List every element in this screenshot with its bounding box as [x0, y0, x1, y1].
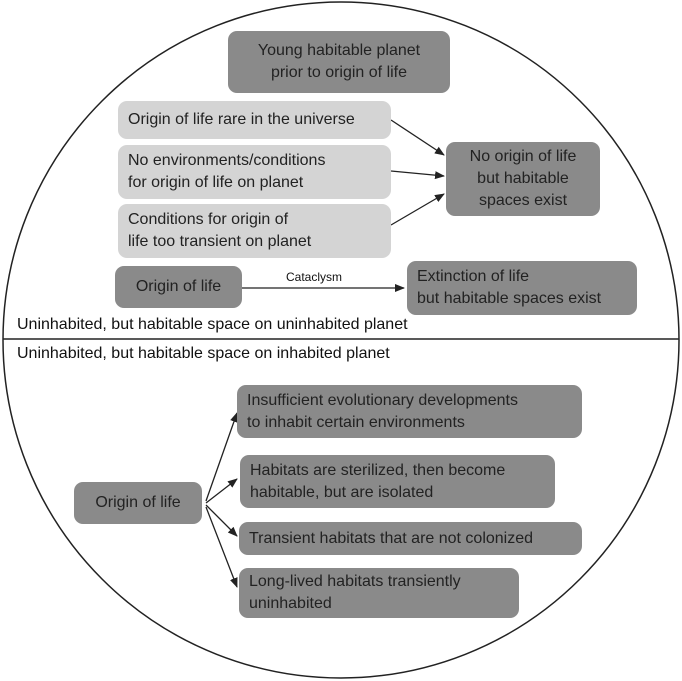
arrow-origin-to-insufficient — [205, 412, 238, 502]
transient-conditions-box: Conditions for origin of life too transi… — [118, 204, 391, 258]
no-environments-box: No environments/conditions for origin of… — [118, 145, 391, 199]
young-planet-box: Young habitable planet prior to origin o… — [228, 31, 450, 93]
arrow-no-env-to-no-origin — [390, 170, 445, 180]
cataclysm-label: Cataclysm — [286, 270, 343, 284]
arrow-origin-to-long-lived — [205, 506, 238, 588]
bottom-section-label: Uninhabited, but habitable space on inha… — [17, 345, 390, 362]
arrow-rare-to-no-origin — [390, 119, 445, 156]
long-lived-box: Long-lived habitats transiently uninhabi… — [239, 568, 519, 618]
transient-habitats-box: Transient habitats that are not colonize… — [239, 522, 582, 555]
arrow-transient-to-no-origin — [390, 193, 445, 226]
rare-origin-box: Origin of life rare in the universe — [118, 101, 391, 139]
arrow-origin-to-sterilized — [205, 478, 238, 504]
arrow-origin-to-transient — [205, 504, 238, 537]
extinction-box: Extinction of life but habitable spaces … — [407, 261, 637, 315]
origin-of-life-top-box: Origin of life — [115, 266, 242, 308]
sterilized-box: Habitats are sterilized, then become hab… — [240, 455, 555, 508]
top-section-label: Uninhabited, but habitable space on unin… — [17, 316, 408, 333]
insufficient-box: Insufficient evolutionary developments t… — [237, 385, 582, 438]
origin-of-life-bottom-box: Origin of life — [74, 482, 202, 524]
no-origin-result-box: No origin of life but habitable spaces e… — [446, 142, 600, 216]
